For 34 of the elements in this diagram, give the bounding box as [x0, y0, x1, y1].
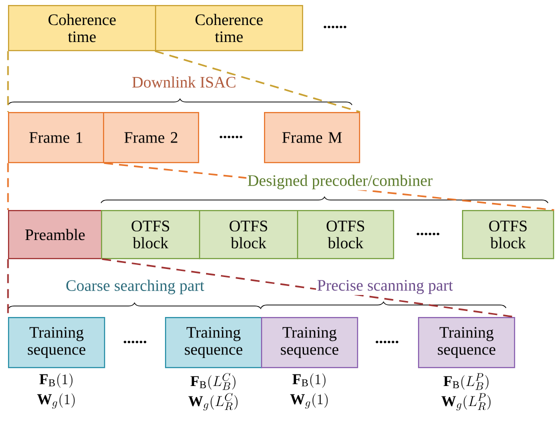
zoom-line	[7, 51, 9, 112]
formula: $\mathbf{W}_{g}(1)$	[37, 393, 75, 408]
frame-box: Frame 2	[103, 112, 200, 164]
brace-label: Downlink ISAC	[130, 75, 238, 89]
formula: $\mathbf{W}_{g}(1)$	[290, 393, 328, 408]
ellipsis-dots: ......	[324, 26, 346, 28]
brace-label: Designed precoder/combiner	[246, 174, 434, 190]
formula: $\mathbf{F}_{\mathrm{B}}(L_B^C)$	[190, 373, 236, 390]
ellipsis-dots: ......	[220, 136, 242, 138]
otfs-block-box: OTFS block	[462, 210, 554, 260]
frame-box: Frame 1	[8, 112, 104, 164]
formula: $\mathbf{F}_{\mathrm{B}}(1)$	[292, 373, 326, 388]
frame-box: Frame M	[264, 112, 360, 164]
otfs-block-box: OTFS block	[199, 210, 298, 260]
formula: $\mathbf{W}_{g}(L_R^C)$	[188, 393, 238, 410]
training-sequence-box: Training sequence	[165, 317, 262, 368]
zoom-line	[7, 163, 9, 210]
coherence-time-box: Coherence time	[8, 5, 156, 52]
training-sequence-box: Training sequence	[261, 317, 358, 368]
otfs-block-box: OTFS block	[101, 210, 200, 260]
preamble-box: Preamble	[8, 210, 102, 260]
formula: $\mathbf{W}_{g}(L_R^P)$	[441, 393, 490, 410]
otfs-block-box: OTFS block	[297, 210, 394, 260]
ellipsis-dots: ......	[376, 340, 398, 344]
ellipsis-dots: ......	[124, 340, 146, 344]
formula: $\mathbf{F}_{\mathrm{B}}(1)$	[39, 373, 72, 388]
formula: $\mathbf{F}_{\mathrm{B}}(L_B^P)$	[444, 373, 488, 390]
zoom-line	[154, 50, 360, 113]
training-sequence-box: Training sequence	[418, 317, 516, 368]
ellipsis-dots: ......	[416, 232, 440, 236]
training-sequence-box: Training sequence	[8, 317, 106, 368]
coherence-time-box: Coherence time	[155, 5, 304, 52]
brace-label: Coarse searching part	[64, 278, 206, 296]
brace-label: Precise scanning part	[316, 278, 454, 296]
